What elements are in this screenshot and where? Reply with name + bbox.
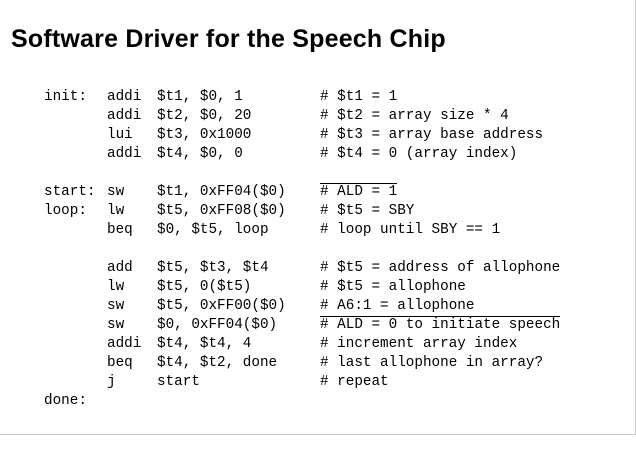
code-comment: # loop until SBY == 1 bbox=[320, 222, 501, 238]
ald-overline-signal: ALD bbox=[337, 317, 363, 333]
code-opcode: add bbox=[107, 260, 133, 276]
code-operands: $0, 0xFF04($0) bbox=[157, 317, 278, 333]
code-operands: $t5, 0xFF08($0) bbox=[157, 203, 286, 219]
code-opcode: beq bbox=[107, 222, 133, 238]
code-opcode: lw bbox=[107, 279, 125, 295]
code-comment: # increment array index bbox=[320, 336, 518, 352]
code-line-beq-done: beq $t4, $t2, done # last allophone in a… bbox=[0, 354, 636, 373]
code-comment: # $t3 = array base address bbox=[320, 127, 544, 143]
code-line-beq-loop: beq $0, $t5, loop # loop until SBY == 1 bbox=[0, 221, 636, 240]
code-operands: $t2, $0, 20 bbox=[157, 108, 252, 124]
code-line-j-start: j start # repeat bbox=[0, 373, 636, 392]
code-opcode: beq bbox=[107, 355, 133, 371]
comment-prefix: # bbox=[320, 184, 338, 200]
code-operands: $t4, $t2, done bbox=[157, 355, 278, 371]
code-opcode: lw bbox=[107, 203, 125, 219]
code-line-start-sw: start: sw $t1, 0xFF04($0) # ALD = 1 bbox=[0, 183, 636, 202]
comment-rest: = 1 bbox=[362, 184, 398, 200]
code-comment: # ALD = 1 bbox=[320, 183, 397, 202]
code-comment: # $t2 = array size * 4 bbox=[320, 108, 509, 124]
code-comment: # $t5 = allophone bbox=[320, 279, 466, 295]
code-opcode: addi bbox=[107, 336, 142, 352]
code-line-init-addi-t1: init: addi $t1, $0, 1 # $t1 = 1 bbox=[0, 88, 636, 107]
code-operands: $t1, 0xFF04($0) bbox=[157, 184, 286, 200]
code-operands: $0, $t5, loop bbox=[157, 222, 269, 238]
code-block: init: addi $t1, $0, 1 # $t1 = 1 addi $t2… bbox=[0, 88, 636, 411]
code-line-addi-index: addi $t4, $t4, 4 # increment array index bbox=[0, 335, 636, 354]
code-operands: start bbox=[157, 374, 200, 390]
code-line-addi-t2: addi $t2, $0, 20 # $t2 = array size * 4 bbox=[0, 107, 636, 126]
code-opcode: addi bbox=[107, 146, 142, 162]
code-operands: $t3, 0x1000 bbox=[157, 127, 252, 143]
code-opcode: j bbox=[107, 374, 116, 390]
code-opcode: sw bbox=[107, 184, 125, 200]
comment-prefix: # bbox=[320, 317, 338, 333]
code-comment: # A6:1 = allophone bbox=[320, 298, 475, 314]
code-blank-line bbox=[0, 164, 636, 183]
code-comment: # repeat bbox=[320, 374, 389, 390]
code-label-start: start: bbox=[44, 184, 96, 200]
code-comment: # $t4 = 0 (array index) bbox=[320, 146, 518, 162]
code-operands: $t1, $0, 1 bbox=[157, 89, 243, 105]
code-opcode: sw bbox=[107, 317, 125, 333]
code-line-add-t5: add $t5, $t3, $t4 # $t5 = address of all… bbox=[0, 259, 636, 278]
code-operands: $t5, 0xFF00($0) bbox=[157, 298, 286, 314]
code-comment: # $t1 = 1 bbox=[320, 89, 398, 105]
code-line-sw-allophone: sw $t5, 0xFF00($0) # A6:1 = allophone bbox=[0, 297, 636, 316]
slide-title: Software Driver for the Speech Chip bbox=[11, 25, 446, 53]
code-opcode: sw bbox=[107, 298, 125, 314]
code-line-done: done: bbox=[0, 392, 636, 411]
code-comment: # last allophone in array? bbox=[320, 355, 544, 371]
code-opcode: addi bbox=[107, 89, 142, 105]
ald-overline-signal: ALD bbox=[337, 184, 363, 200]
code-opcode: addi bbox=[107, 108, 142, 124]
code-blank-line bbox=[0, 240, 636, 259]
code-line-sw-ald: sw $0, 0xFF04($0) # ALD = 0 to initiate … bbox=[0, 316, 636, 335]
code-comment: # ALD = 0 to initiate speech bbox=[320, 316, 560, 335]
code-operands: $t4, $0, 0 bbox=[157, 146, 243, 162]
comment-rest: = 0 to initiate speech bbox=[362, 317, 561, 333]
code-line-loop-lw: loop: lw $t5, 0xFF08($0) # $t5 = SBY bbox=[0, 202, 636, 221]
code-label-loop: loop: bbox=[44, 203, 87, 219]
code-operands: $t5, 0($t5) bbox=[157, 279, 252, 295]
code-comment: # $t5 = SBY bbox=[320, 203, 415, 219]
code-comment: # $t5 = address of allophone bbox=[320, 260, 561, 276]
code-line-lui-t3: lui $t3, 0x1000 # $t3 = array base addre… bbox=[0, 126, 636, 145]
code-label-init: init: bbox=[44, 89, 87, 105]
code-opcode: lui bbox=[107, 127, 133, 143]
code-operands: $t5, $t3, $t4 bbox=[157, 260, 269, 276]
code-label-done: done: bbox=[44, 393, 87, 409]
code-line-lw-t5: lw $t5, 0($t5) # $t5 = allophone bbox=[0, 278, 636, 297]
code-line-addi-t4: addi $t4, $0, 0 # $t4 = 0 (array index) bbox=[0, 145, 636, 164]
code-operands: $t4, $t4, 4 bbox=[157, 336, 252, 352]
